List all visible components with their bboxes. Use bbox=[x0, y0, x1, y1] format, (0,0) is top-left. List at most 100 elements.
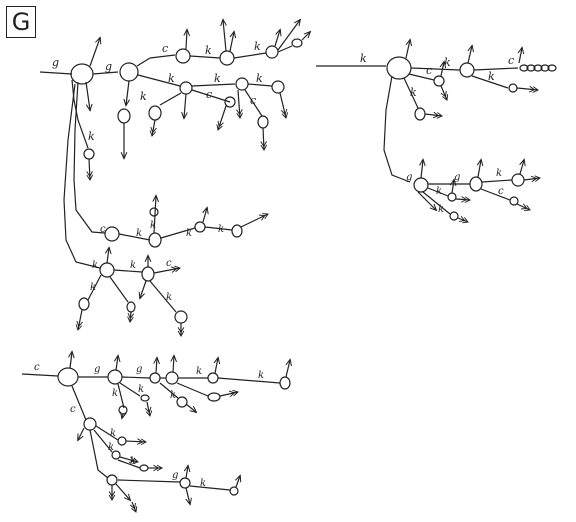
edge-label: k bbox=[168, 72, 175, 85]
edge-label: g bbox=[172, 470, 178, 481]
cell-node bbox=[148, 232, 162, 248]
labels-left-lower: k k c k k bbox=[90, 258, 172, 303]
edge-label: k bbox=[488, 70, 495, 83]
edge-label: c bbox=[70, 404, 76, 415]
edge bbox=[421, 160, 423, 179]
edge-label: k bbox=[166, 292, 172, 303]
edge-label: c bbox=[250, 94, 256, 107]
edge-label: c bbox=[34, 362, 40, 373]
edge bbox=[408, 73, 435, 81]
edge-label: c bbox=[508, 54, 514, 67]
edge-label: g bbox=[105, 60, 112, 73]
edge-label: k bbox=[254, 40, 261, 53]
tree-left-lower bbox=[75, 248, 188, 337]
edge bbox=[189, 55, 221, 59]
edge bbox=[236, 89, 243, 119]
edge bbox=[457, 215, 469, 224]
edge bbox=[216, 105, 227, 131]
edge-label: c bbox=[162, 42, 168, 55]
cell-node bbox=[235, 77, 249, 91]
cell-node bbox=[519, 64, 529, 72]
cell-node bbox=[118, 405, 128, 415]
cell-node bbox=[265, 45, 279, 59]
cell-node bbox=[70, 63, 94, 85]
edge bbox=[186, 487, 190, 504]
tree-left-mid bbox=[104, 196, 269, 248]
edge-label: k bbox=[444, 56, 451, 69]
cell-node bbox=[149, 207, 159, 217]
edge bbox=[86, 158, 94, 181]
cell-node bbox=[231, 224, 243, 238]
edge bbox=[440, 85, 449, 101]
edge-label: k bbox=[90, 282, 96, 293]
edge-label: k bbox=[138, 384, 144, 395]
cell-node bbox=[279, 376, 291, 390]
cell-node bbox=[140, 394, 150, 402]
edge bbox=[117, 479, 181, 483]
cell-node bbox=[509, 196, 519, 206]
edge bbox=[233, 52, 267, 59]
edge-label: g bbox=[454, 172, 460, 183]
edge bbox=[191, 89, 231, 103]
cell-node bbox=[194, 221, 206, 233]
edge bbox=[71, 385, 87, 421]
edge-label: k bbox=[136, 228, 142, 239]
edge-label: c bbox=[206, 88, 212, 101]
panel-label-box: G bbox=[6, 6, 36, 38]
edge bbox=[176, 382, 209, 397]
cell-node bbox=[176, 396, 188, 408]
cell-node bbox=[533, 64, 543, 72]
edge bbox=[117, 383, 125, 409]
edge bbox=[189, 485, 231, 491]
cell-node bbox=[126, 301, 136, 313]
edge bbox=[156, 358, 157, 374]
cell-node bbox=[433, 75, 445, 87]
cell-node bbox=[508, 83, 518, 93]
edge bbox=[63, 83, 101, 269]
cell-node bbox=[224, 96, 236, 108]
edge bbox=[240, 213, 269, 228]
tree-right-mid bbox=[413, 160, 541, 224]
edge bbox=[160, 227, 196, 239]
edge bbox=[260, 127, 268, 151]
edge bbox=[39, 71, 73, 75]
edge bbox=[95, 425, 119, 441]
cell-node bbox=[57, 367, 79, 387]
edge bbox=[92, 71, 119, 75]
edge bbox=[126, 80, 129, 105]
edge bbox=[455, 196, 471, 203]
edge bbox=[473, 67, 519, 71]
edge bbox=[75, 309, 83, 331]
cell-node bbox=[149, 372, 161, 384]
edge-label: k bbox=[130, 260, 136, 271]
edge-label: k bbox=[200, 478, 206, 489]
edge bbox=[89, 429, 109, 479]
edge bbox=[247, 83, 273, 87]
edge-label: k bbox=[130, 456, 136, 467]
edge bbox=[427, 187, 449, 197]
cell-node bbox=[447, 192, 457, 202]
edge-label: k bbox=[256, 72, 263, 85]
cell-node bbox=[547, 64, 557, 72]
edge bbox=[467, 46, 472, 64]
cell-node bbox=[257, 115, 269, 129]
edge bbox=[219, 389, 239, 398]
edge bbox=[383, 75, 411, 183]
edge bbox=[204, 226, 233, 231]
cell-node bbox=[449, 211, 459, 221]
tree-bottom-left bbox=[21, 352, 291, 513]
cell-node bbox=[459, 62, 475, 78]
edge bbox=[279, 92, 289, 119]
edge bbox=[516, 85, 539, 93]
edge bbox=[471, 75, 509, 89]
edge bbox=[109, 276, 129, 303]
edge bbox=[159, 92, 182, 106]
edge bbox=[118, 233, 151, 241]
edge-label: k bbox=[218, 224, 224, 235]
edge-label: g bbox=[52, 56, 59, 69]
edge bbox=[422, 191, 451, 215]
cell-node bbox=[107, 369, 123, 385]
edge bbox=[236, 476, 240, 488]
edge bbox=[424, 111, 443, 119]
